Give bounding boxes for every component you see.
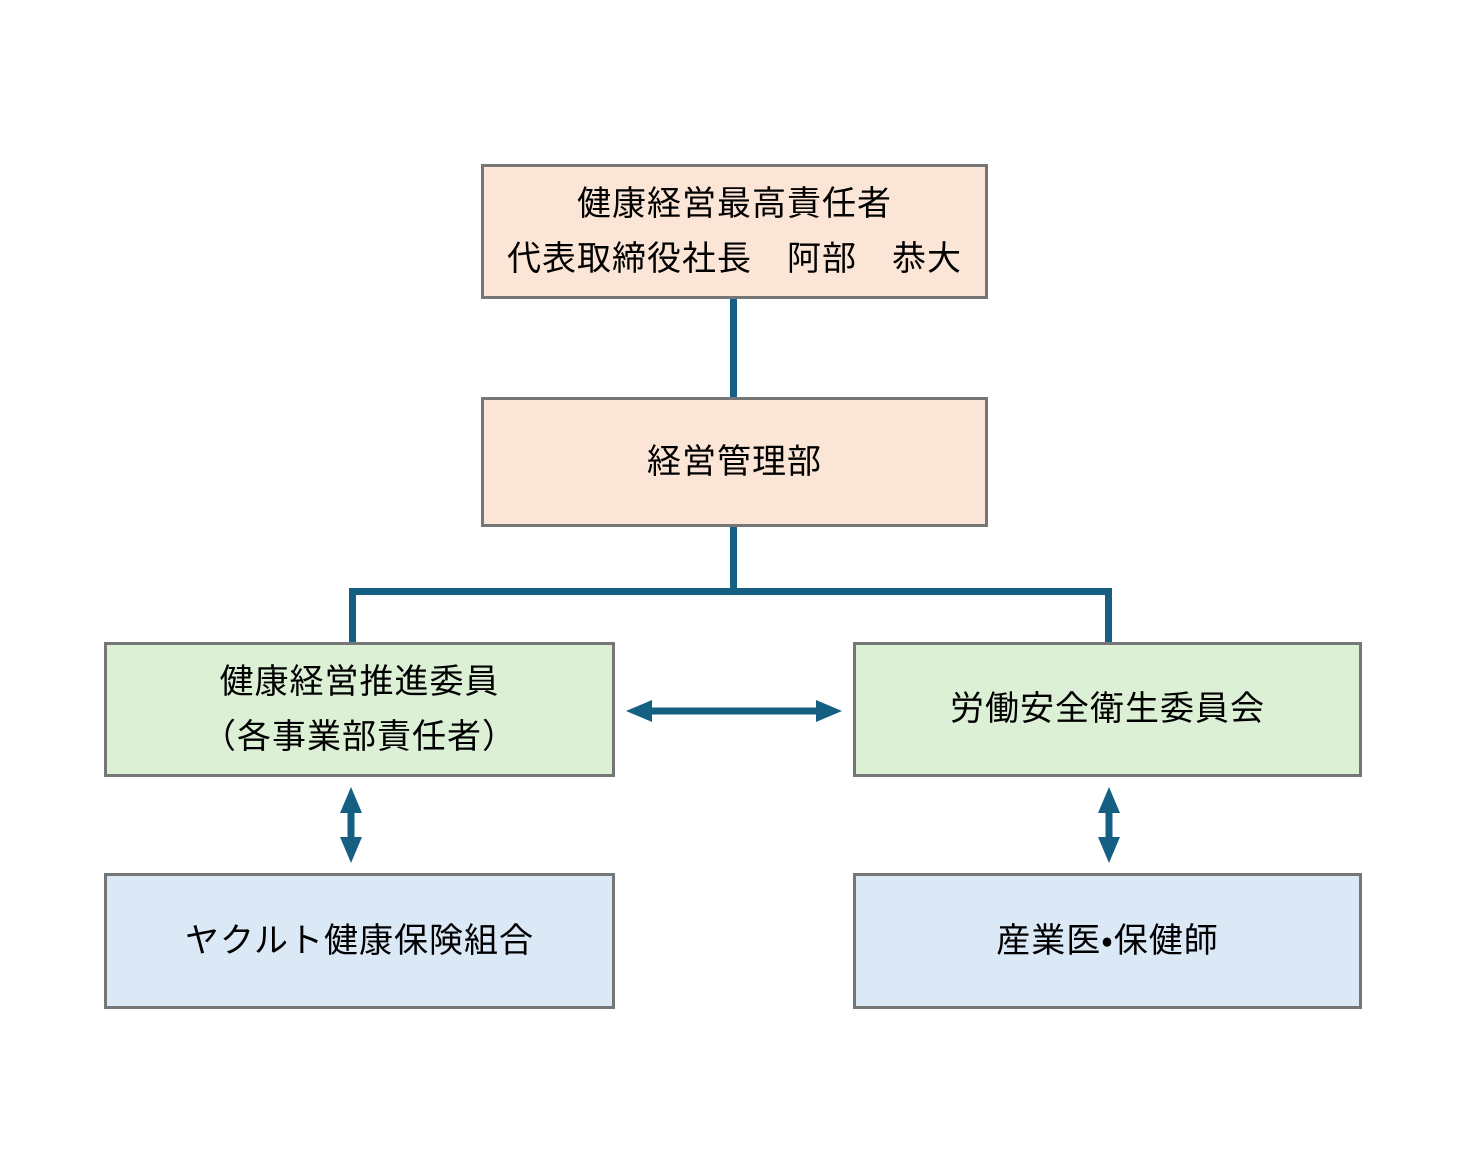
node-safety-committee: 労働安全衛生委員会 (853, 642, 1362, 777)
connector-horizontal-bar (349, 588, 1112, 595)
node-promotion-committee-line-1: 健康経営推進委員 (219, 662, 500, 701)
node-occupational-health: 産業医・保健師 (853, 873, 1362, 1009)
node-health-insurance: ヤクルト健康保険組合 (104, 873, 615, 1009)
node-ceo-line-2: 代表取締役社長 阿部 恭大 (507, 239, 962, 278)
node-management-dept-label: 経営管理部 (647, 442, 822, 481)
double-arrow-promotion-safety (626, 700, 842, 722)
node-promotion-committee-line-2: （各事業部責任者） (202, 717, 517, 756)
node-health-insurance-label: ヤクルト健康保険組合 (185, 921, 534, 960)
node-safety-committee-label: 労働安全衛生委員会 (950, 690, 1265, 728)
node-ceo: 健康経営最高責任者 代表取締役社長 阿部 恭大 (481, 164, 988, 299)
node-occupational-health-label: 産業医・保健師 (996, 921, 1219, 960)
connector-drop-to-safety (1105, 588, 1112, 642)
connector-drop-to-promotion (349, 588, 356, 642)
double-arrow-promotion-insurance (340, 787, 362, 863)
node-ceo-line-1: 健康経営最高責任者 (577, 184, 892, 223)
node-management-dept: 経営管理部 (481, 397, 988, 527)
double-arrow-safety-occupational (1098, 787, 1120, 863)
connector-ceo-to-management (730, 299, 737, 397)
node-promotion-committee: 健康経営推進委員 （各事業部責任者） (104, 642, 615, 777)
connector-management-riser (730, 527, 737, 588)
